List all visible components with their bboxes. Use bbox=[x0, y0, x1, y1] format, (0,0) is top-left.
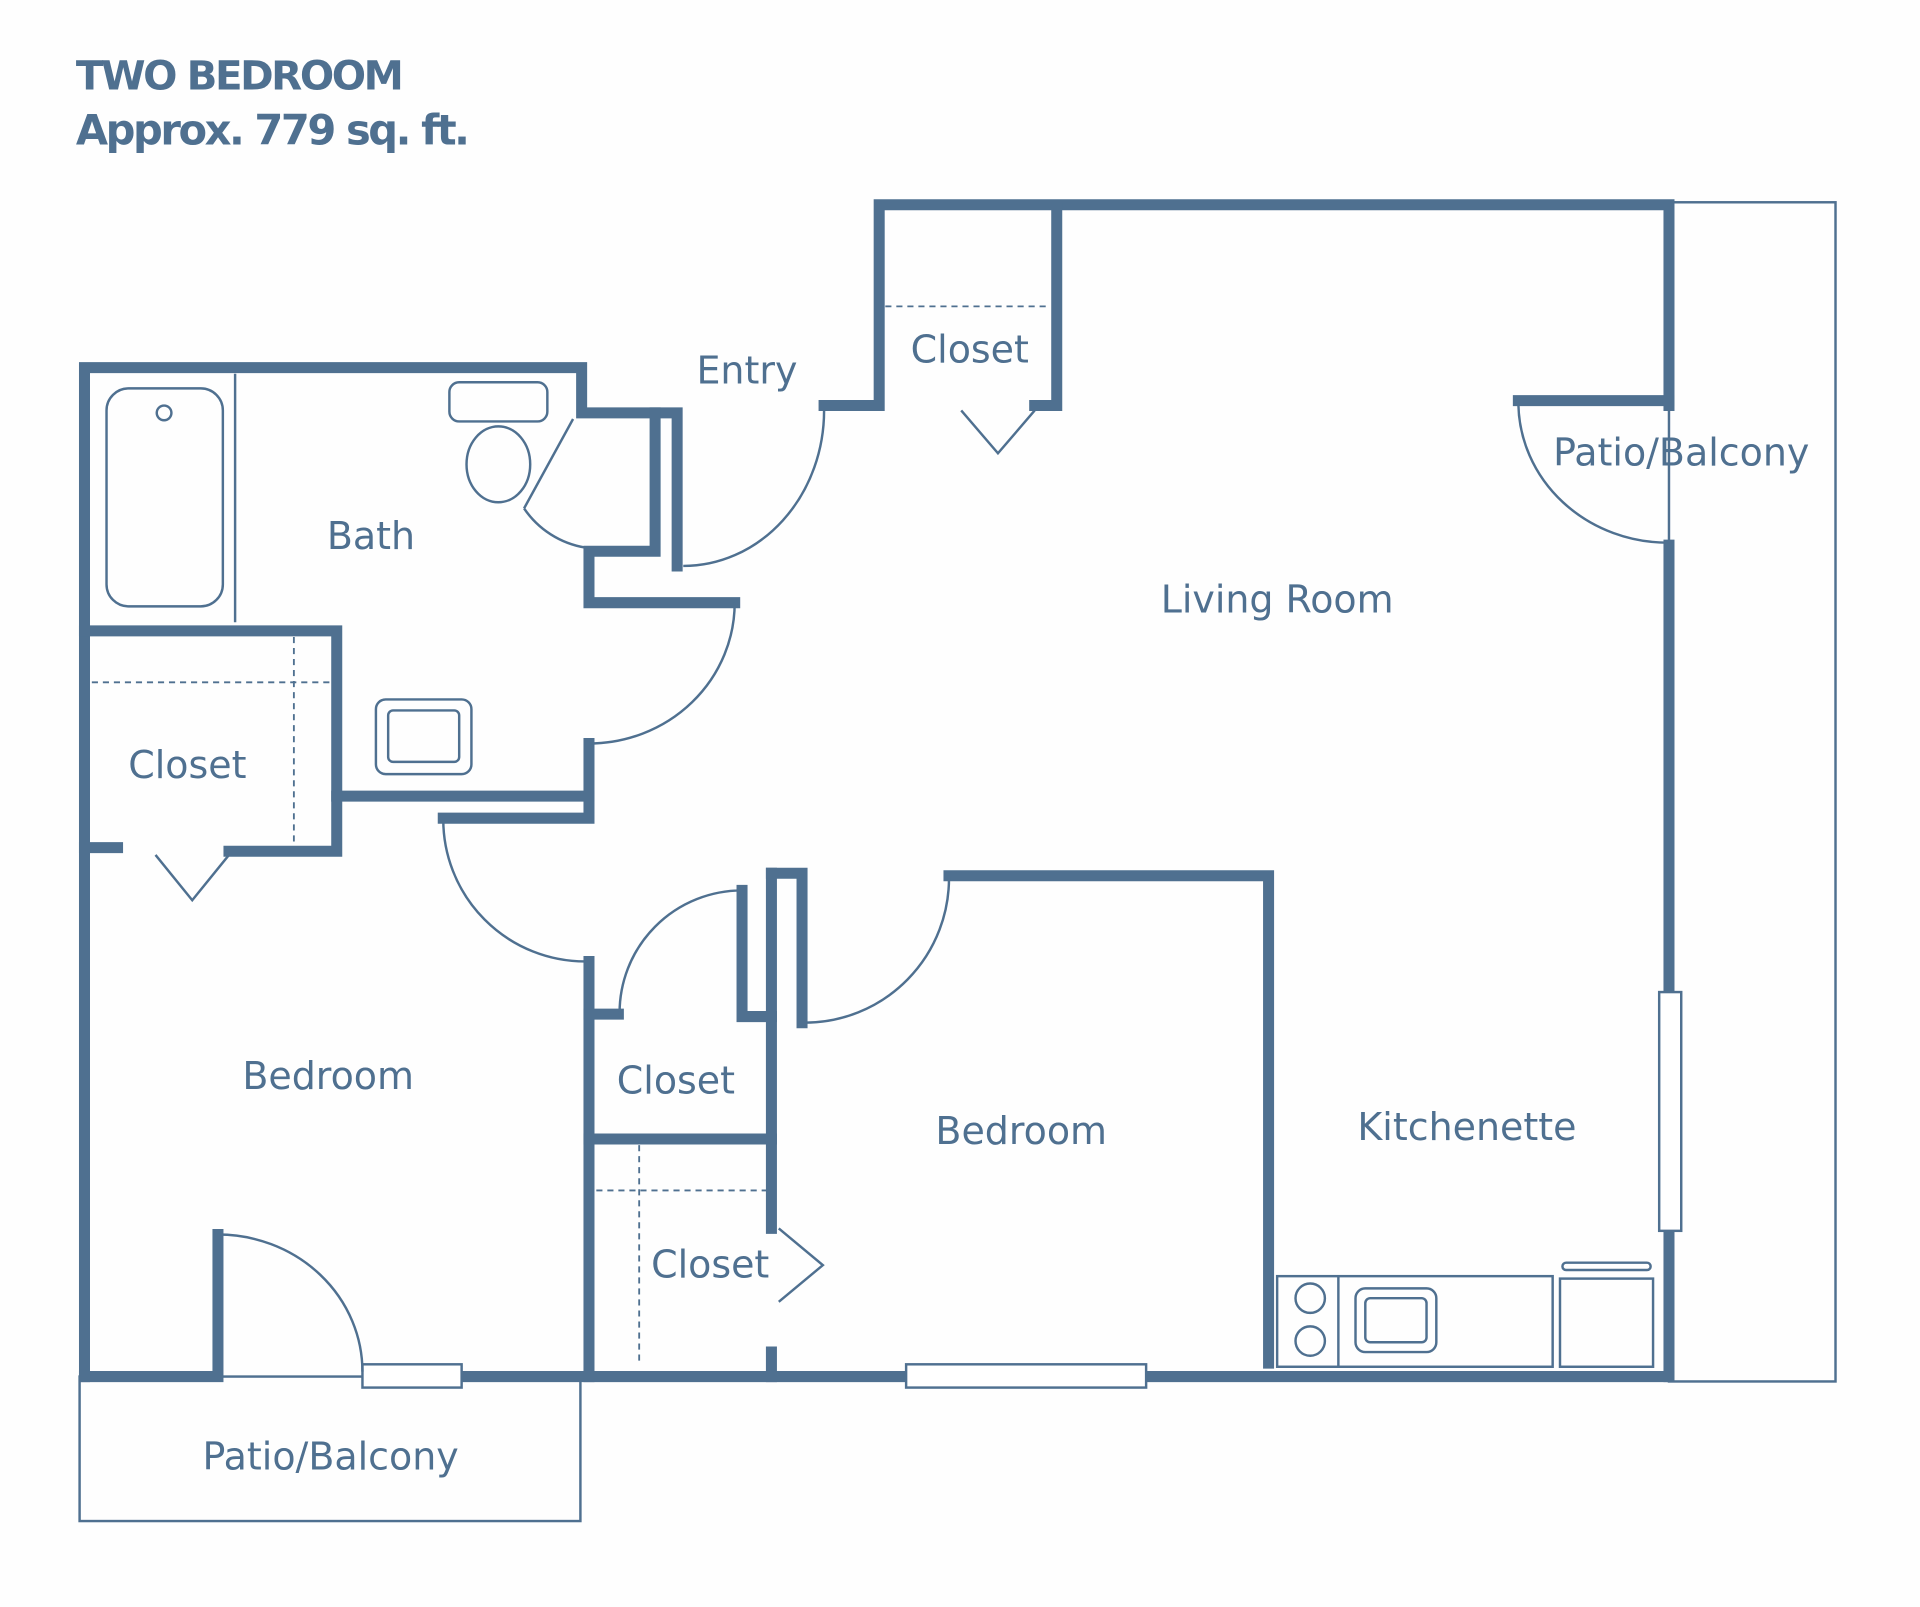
label-entry-closet: Closet bbox=[911, 328, 1029, 372]
label-patio-right: Patio/Balcony bbox=[1553, 431, 1809, 475]
label-bath-closet: Closet bbox=[128, 743, 246, 787]
bath-sink bbox=[374, 698, 473, 776]
label-bath: Bath bbox=[327, 514, 415, 558]
closet-dividers bbox=[91, 305, 1051, 1366]
closet-mid-door bbox=[618, 889, 743, 1015]
bath-door bbox=[588, 602, 736, 745]
stove-burner bbox=[1294, 1282, 1327, 1315]
closet-bifold-door bbox=[154, 854, 230, 903]
doors bbox=[154, 404, 1668, 1372]
label-bedroom-left: Bedroom bbox=[242, 1054, 414, 1098]
label-living-room: Living Room bbox=[1161, 577, 1394, 621]
bathtub bbox=[105, 387, 225, 608]
plan-title: TWO BEDROOM bbox=[76, 52, 401, 100]
label-bedroom-right: Bedroom bbox=[935, 1109, 1107, 1153]
patio-right-door bbox=[1517, 404, 1668, 544]
plan-area: Approx. 779 sq. ft. bbox=[76, 106, 468, 155]
bedroom-left-door bbox=[442, 818, 586, 963]
closet-bifold-door bbox=[777, 1227, 825, 1303]
closet-bifold-door bbox=[960, 409, 1036, 456]
refrigerator bbox=[1558, 1261, 1655, 1368]
toilet bbox=[448, 381, 549, 504]
label-kitchenette: Kitchenette bbox=[1357, 1105, 1576, 1149]
stove-burner bbox=[1294, 1325, 1327, 1357]
label-patio-bottom: Patio/Balcony bbox=[203, 1435, 459, 1479]
bath-inner-door bbox=[523, 507, 586, 549]
label-entry: Entry bbox=[696, 349, 797, 393]
patio-bottom-door bbox=[217, 1233, 364, 1372]
label-closet-lower: Closet bbox=[651, 1242, 769, 1286]
entry-door bbox=[683, 410, 826, 568]
bedroom-right-door bbox=[804, 875, 951, 1024]
label-closet-mid: Closet bbox=[617, 1059, 735, 1103]
walls bbox=[78, 199, 1675, 1383]
kitchen-counter bbox=[1275, 1274, 1554, 1368]
kitchen-sink bbox=[1354, 1287, 1438, 1354]
room-labels: Entry Closet Bath Closet Living Room Pat… bbox=[128, 328, 1809, 1479]
windows bbox=[361, 990, 1683, 1389]
